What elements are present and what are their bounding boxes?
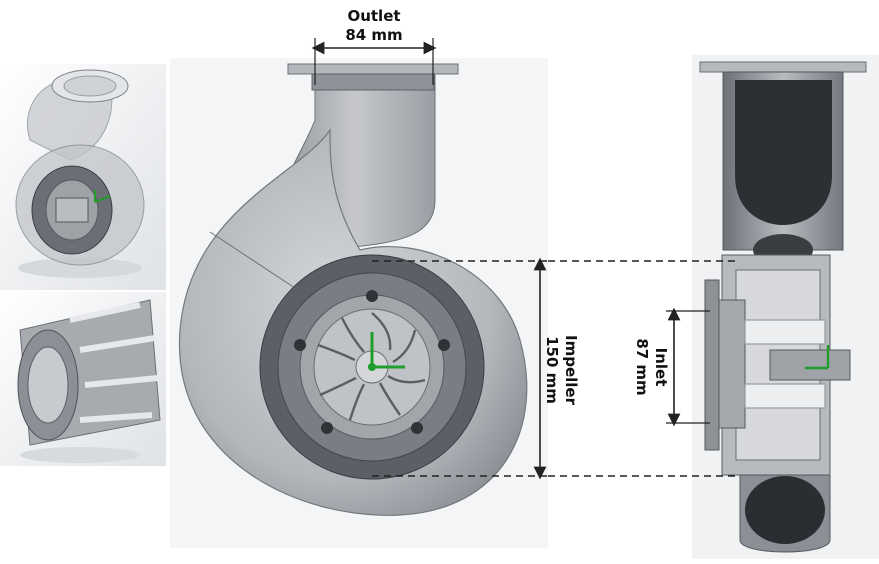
impeller-dimension (372, 257, 738, 480)
inlet-dimension (666, 307, 710, 427)
outlet-value: 84 mm (345, 26, 403, 44)
iso-casing-thumbnail (0, 64, 166, 290)
impeller-thumbnail (0, 292, 166, 466)
outlet-title: Outlet (347, 7, 401, 25)
outlet-dimension (311, 38, 437, 85)
side-section-view (692, 55, 879, 559)
impeller-value: 150 mm (543, 336, 561, 404)
impeller-title: Impeller (562, 335, 580, 405)
impeller-label: Impeller 150 mm (540, 320, 580, 420)
inlet-label: Inlet 87 mm (630, 322, 670, 412)
outlet-label: Outlet 84 mm (324, 7, 424, 45)
inlet-value: 87 mm (633, 338, 651, 396)
front-view-casing (170, 58, 548, 548)
inlet-title: Inlet (652, 347, 670, 387)
